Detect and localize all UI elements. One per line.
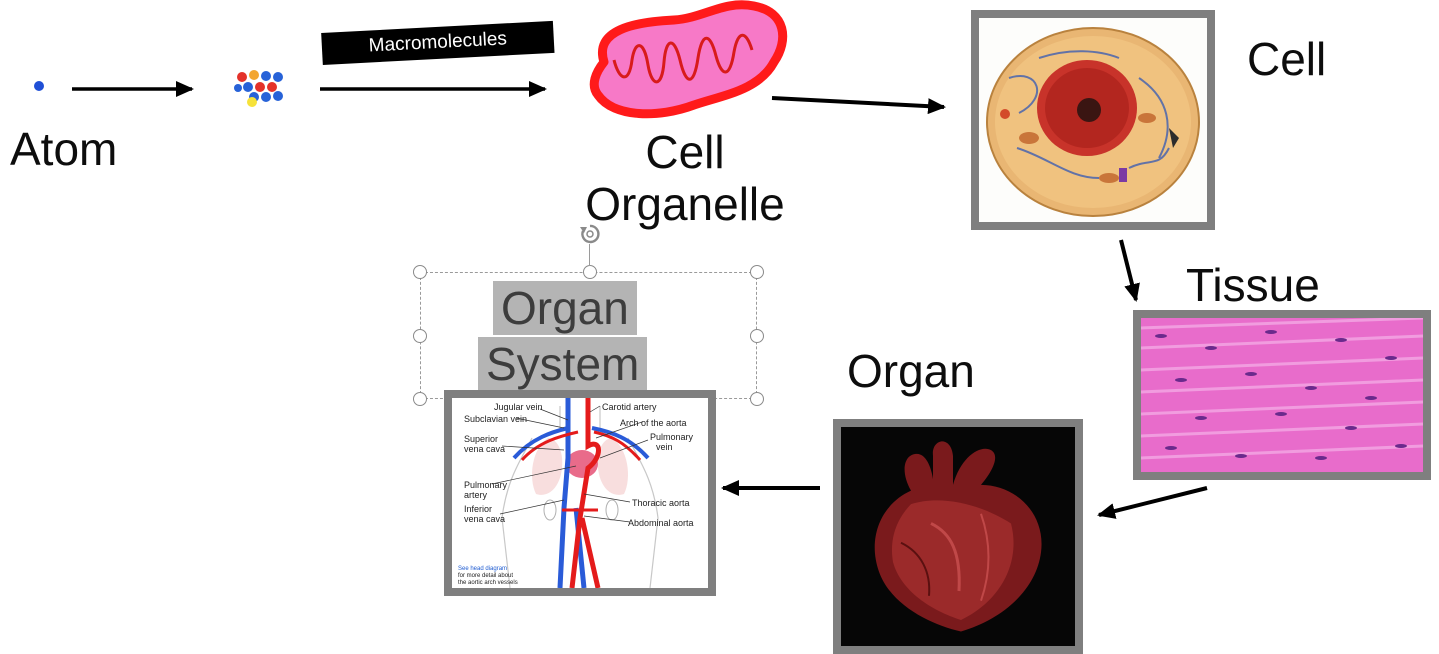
rotate-handle-icon[interactable] xyxy=(578,222,602,246)
anno-pulmonary-vein-2: vein xyxy=(656,442,673,452)
anno-jugular-vein: Jugular vein xyxy=(494,402,543,412)
organ-system-line-2: System xyxy=(478,337,647,391)
arrow-tissue-to-organ xyxy=(1099,488,1207,515)
anno-pulmonary-artery-2: artery xyxy=(464,490,488,500)
rotate-stem xyxy=(589,244,590,266)
tissue-label: Tissue xyxy=(1186,260,1320,312)
anno-subclavian-vein: Subclavian vein xyxy=(464,414,527,424)
cell-image xyxy=(979,18,1207,222)
anno-inferior: Inferior xyxy=(464,504,492,514)
anno-vena-cava-superior: vena cava xyxy=(464,444,505,454)
anno-vena-cava-inferior: vena cava xyxy=(464,514,505,524)
resize-handle-bottom-left[interactable] xyxy=(413,392,427,406)
cell-label: Cell xyxy=(1247,34,1326,86)
organ-label: Organ xyxy=(847,346,975,398)
cell-organelle-label: Cell Organelle xyxy=(535,127,835,230)
molecule-cluster-icon xyxy=(230,68,286,108)
circulatory-diagram-frame: Jugular vein Carotid artery Subclavian v… xyxy=(444,390,716,596)
resize-handle-middle-right[interactable] xyxy=(750,329,764,343)
arrow-cell-to-tissue xyxy=(1121,240,1136,300)
resize-handle-top-left[interactable] xyxy=(413,265,427,279)
cell-organelle-line-1: Cell xyxy=(535,127,835,179)
anno-pulmonary-vein-1: Pulmonary xyxy=(650,432,694,442)
tissue-image-frame xyxy=(1133,310,1431,480)
anno-superior: Superior xyxy=(464,434,498,444)
atom-dot-icon xyxy=(32,79,46,93)
anno-see-head-diagram[interactable]: See head diagram xyxy=(458,566,507,572)
resize-handle-bottom-right[interactable] xyxy=(750,392,764,406)
resize-handle-middle-left[interactable] xyxy=(413,329,427,343)
anno-pulmonary-artery-1: Pulmonary xyxy=(464,480,508,490)
resize-handle-top-right[interactable] xyxy=(750,265,764,279)
heart-image xyxy=(841,427,1075,646)
anno-abdominal-aorta: Abdominal aorta xyxy=(628,518,694,528)
heart-image-frame xyxy=(833,419,1083,654)
tissue-image xyxy=(1141,318,1423,472)
cell-image-frame xyxy=(971,10,1215,230)
resize-handle-top-center[interactable] xyxy=(583,265,597,279)
arrow-organelle-to-cell xyxy=(772,98,944,107)
organ-system-line-1: Organ xyxy=(493,281,637,335)
circulatory-diagram: Jugular vein Carotid artery Subclavian v… xyxy=(452,398,708,588)
macromolecules-label: Macromolecules xyxy=(321,21,554,65)
mitochondrion-icon xyxy=(574,0,794,125)
anno-arch-of-aorta: Arch of the aorta xyxy=(620,418,687,428)
anno-aortic-arch-vessels: the aortic arch vessels xyxy=(458,580,518,586)
atom-label: Atom xyxy=(10,124,117,176)
anno-more-detail: for more detail about xyxy=(458,573,513,579)
anno-thoracic-aorta: Thoracic aorta xyxy=(632,498,690,508)
anno-carotid-artery: Carotid artery xyxy=(602,402,657,412)
